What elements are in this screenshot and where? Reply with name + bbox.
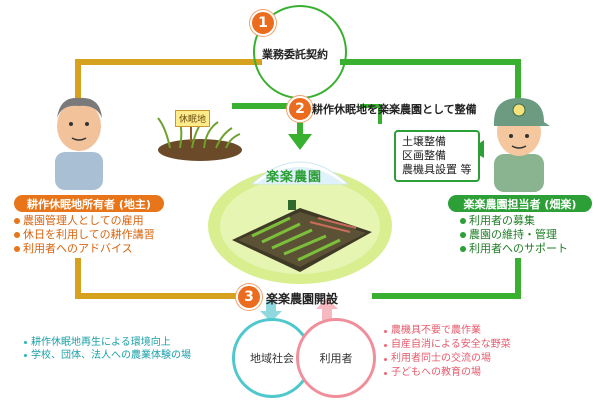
list-item: 農園管理人としての雇用 — [14, 214, 155, 228]
farm-illustration — [208, 168, 392, 284]
owner-open-line — [78, 258, 242, 296]
list-item: 利用者へのアドバイス — [14, 242, 155, 256]
callout-line: 区画整備 — [402, 149, 472, 163]
list-item: 利用者同士の交流の場 — [384, 352, 511, 366]
users-circle: 利用者 — [296, 318, 376, 398]
setup-arrow-head — [288, 134, 312, 150]
owner-role-list: 農園管理人としての雇用 休日を利用しての耕作講習 利用者へのアドバイス — [14, 214, 155, 256]
list-item: 農園の維持・管理 — [460, 228, 568, 242]
list-item: 耕作休眠地再生による環境向上 — [24, 336, 191, 349]
callout-line: 農機具設置 等 — [402, 163, 472, 177]
bullet-icon — [384, 344, 387, 347]
bullet-icon — [460, 218, 466, 224]
manager-title-banner: 楽楽農園担当者 (畑楽) — [448, 195, 592, 212]
users-benefit-list: 農機具不要で農作業 自産自消による安全な野菜 利用者同士の交流の場 子どもへの教… — [384, 324, 511, 380]
bullet-icon — [460, 232, 466, 238]
step-3-label: 楽楽農園開設 — [266, 290, 338, 307]
step-1-badge: 1 — [250, 10, 276, 36]
list-item: 利用者の募集 — [460, 214, 568, 228]
step-1-label: 業務委託契約 — [262, 46, 328, 62]
fallow-land-sign: 休眠地 — [175, 110, 210, 127]
manager-open-line — [372, 258, 518, 296]
owner-title-banner: 耕作休眠地所有者 (地主) — [14, 195, 164, 212]
list-item: 自産自消による安全な野菜 — [384, 338, 511, 352]
farm-name: 楽楽農園 — [266, 166, 322, 185]
owner-person-illustration — [55, 98, 103, 190]
community-benefit-list: 耕作休眠地再生による環境向上 学校、団体、法人への農業体験の場 — [24, 336, 191, 362]
list-item: 学校、団体、法人への農業体験の場 — [24, 349, 191, 362]
users-label: 利用者 — [320, 350, 353, 366]
bullet-icon — [384, 330, 387, 333]
bullet-icon — [14, 218, 20, 224]
owner-contract-line — [78, 62, 262, 104]
bullet-icon — [14, 246, 20, 252]
bullet-icon — [24, 354, 27, 357]
bullet-icon — [14, 232, 20, 238]
callout-line: 土壌整備 — [402, 135, 472, 149]
list-item: 利用者へのサポート — [460, 242, 568, 256]
list-item: 農機具不要で農作業 — [384, 324, 511, 338]
community-label: 地域社会 — [250, 350, 294, 366]
step-3-badge: 3 — [236, 284, 262, 310]
manager-role-list: 利用者の募集 農園の維持・管理 利用者へのサポート — [460, 214, 568, 256]
bullet-icon — [460, 246, 466, 252]
bullet-icon — [384, 358, 387, 361]
bullet-icon — [24, 341, 27, 344]
manager-person-illustration — [494, 98, 550, 192]
step-2-label: 耕作休眠地を楽楽農園として整備 — [312, 101, 477, 117]
list-item: 子どもへの教育の場 — [384, 366, 511, 380]
bullet-icon — [384, 372, 387, 375]
manager-contract-line — [340, 62, 518, 102]
list-item: 休日を利用しての耕作講習 — [14, 228, 155, 242]
step-2-badge: 2 — [287, 96, 313, 122]
setup-callout: 土壌整備 区画整備 農機具設置 等 — [394, 130, 480, 182]
